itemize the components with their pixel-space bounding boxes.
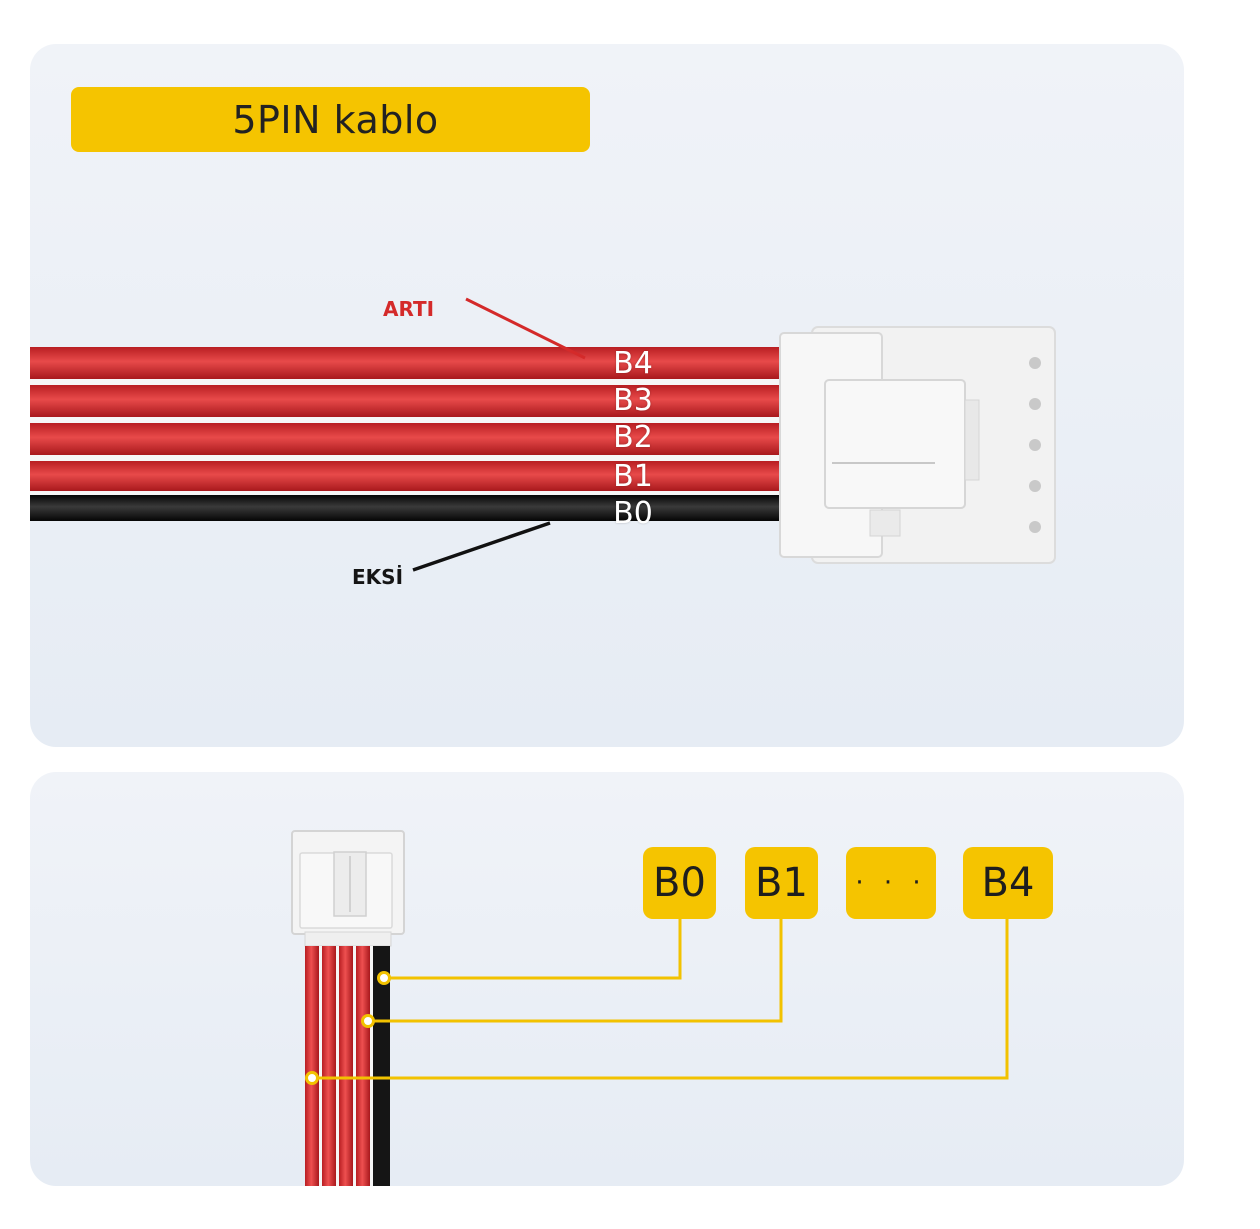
wire-b0 [30,495,782,521]
leader-b4 [312,919,1009,1080]
arti-pointer-line [465,297,586,360]
pin-box-b0: B0 [643,847,716,919]
wire-label-b3: B3 [613,383,653,418]
negative-label: EKSİ [352,565,404,589]
wire-b1 [30,461,782,491]
pin-leader-lines [312,919,1009,1080]
pin-box-b4: B4 [963,847,1053,919]
pin-hole [1029,398,1041,410]
wire-label-b0: B0 [613,496,653,531]
wire-gap [30,379,782,385]
leader-dot-b0 [377,971,391,985]
leader-b0 [384,919,682,980]
wire-gap [30,491,782,495]
pin-box-b1: B1 [745,847,818,919]
pin-hole [1029,480,1041,492]
pin-hole [1029,357,1041,369]
pin-hole [1029,439,1041,451]
wire-bundle-top [30,347,782,521]
leader-dot-b4 [305,1071,319,1085]
wire-label-b1: B1 [613,459,653,494]
wire-bundle-bottom [305,946,390,1186]
connector-top [779,326,1056,564]
wire-label-b4: B4 [613,346,653,381]
wire-b3 [30,385,782,417]
wire-label-b2: B2 [613,420,653,455]
leader-dot-b1 [361,1014,375,1028]
leader-b1 [368,919,783,1023]
wire-gap [30,455,782,461]
pin-box-ellipsis: · · · [846,847,936,919]
wire-b4 [30,347,782,379]
page-title: 5PIN kablo [232,97,439,142]
pin-hole [1029,521,1041,533]
connector-bottom [291,830,405,947]
wire-b2 [30,423,782,455]
title-banner: 5PIN kablo [71,87,590,152]
eksi-pointer-line [412,521,551,572]
positive-label: ARTI [383,297,435,321]
wire-gap [30,417,782,423]
